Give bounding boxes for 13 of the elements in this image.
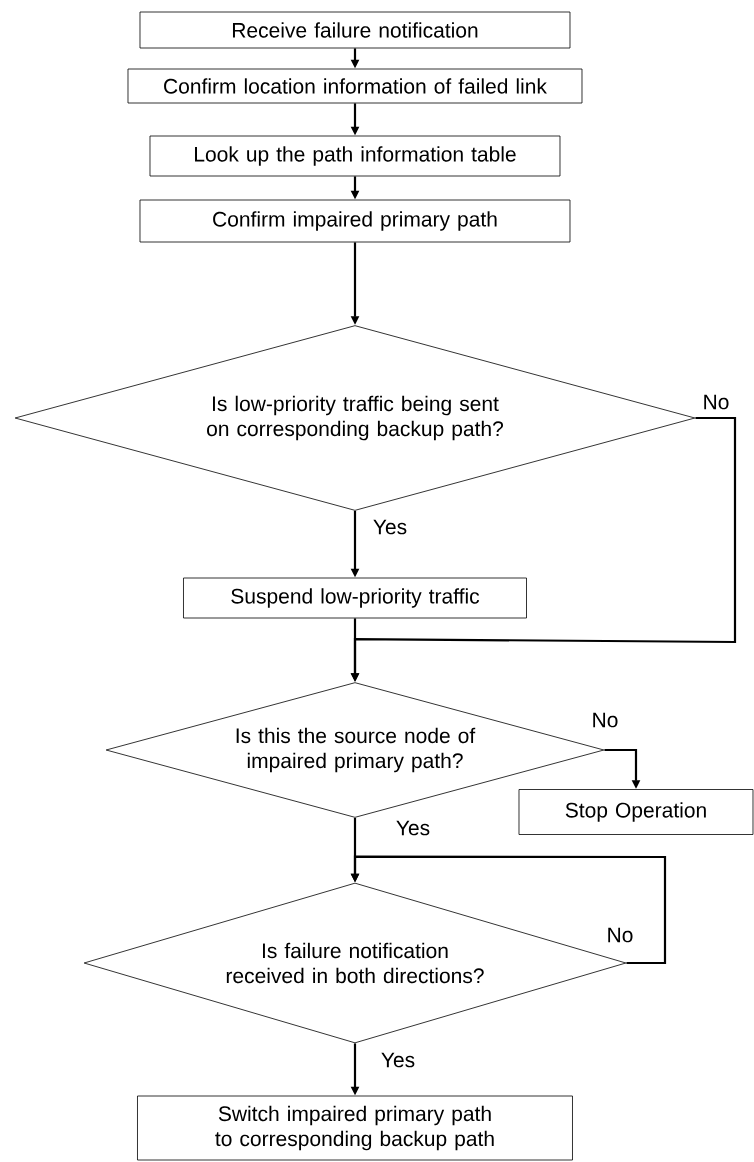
edge-label: No [608, 927, 633, 943]
process-box: Look up the path information table [149, 135, 561, 177]
edge-label: No [704, 394, 729, 410]
process-box: Switch impaired primary path to corresponding backup path [137, 1095, 573, 1161]
edge-label: Yes [373, 519, 407, 535]
process-box: Confirm location information of failed link [127, 68, 583, 104]
edge-label: Yes [396, 820, 430, 836]
process-box: Receive failure notification [139, 11, 571, 49]
process-box: Stop Operation [518, 789, 754, 835]
edge-label: No [593, 712, 618, 728]
process-box: Suspend low-priority traffic [183, 577, 527, 619]
process-box: Confirm impaired primary path [139, 199, 571, 243]
edge-label: Yes [381, 1052, 415, 1068]
